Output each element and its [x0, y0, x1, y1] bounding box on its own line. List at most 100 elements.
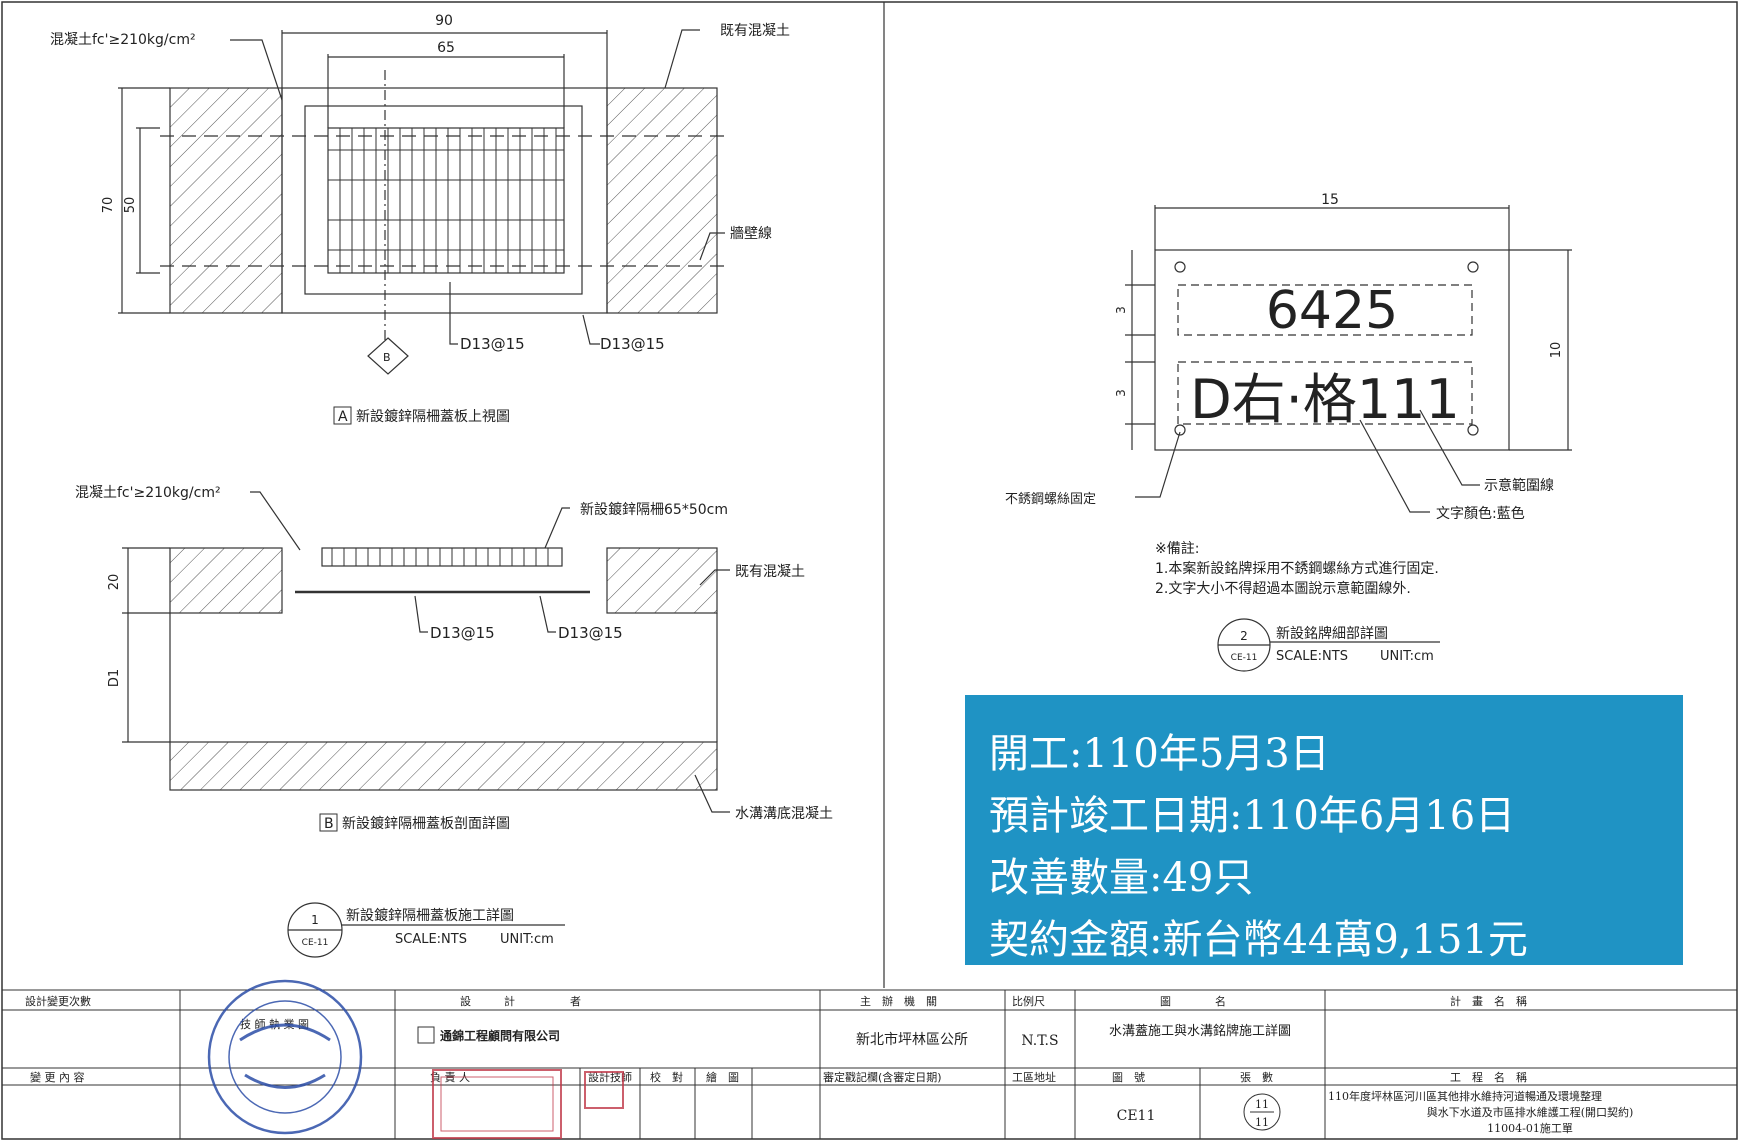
- screw-icon: [1174, 261, 1186, 273]
- caption-a-text: 新設鍍鋅隔柵蓋板上視圖: [356, 408, 510, 425]
- company-name: 通錦工程顧問有限公司: [440, 1028, 560, 1043]
- bottom-concrete-label: 水溝溝底混凝土: [735, 806, 833, 822]
- section-concrete-left: [169, 547, 283, 614]
- caption-a-box: [333, 406, 352, 425]
- note-1: 1.本案新設銘牌採用不銹鋼螺絲方式進行固定.: [1155, 560, 1439, 577]
- section-concrete-right: [606, 547, 718, 614]
- role-checker: 校 對: [650, 1070, 683, 1084]
- detail-2-number: 2: [1240, 629, 1248, 643]
- section-existing-concrete-label: 既有混凝土: [735, 564, 805, 580]
- review-stamp-label: 審定戳記欄(含審定日期): [823, 1070, 942, 1084]
- project-name-label: 工 程 名 稱: [1450, 1070, 1527, 1084]
- scale-label: 比例尺: [1012, 994, 1045, 1008]
- caption-a-letter: A: [338, 409, 348, 425]
- concrete-hatch-left: [169, 87, 283, 314]
- wall-line-label: 牆壁線: [730, 226, 772, 242]
- dim-row-1: 3: [1114, 306, 1128, 314]
- plan-name-label: 計 畫 名 稱: [1450, 994, 1527, 1008]
- detail-2-ref: CE-11: [1231, 653, 1258, 663]
- section-grating-bars: [331, 548, 549, 566]
- plan-rebar-label-2: D13@15: [600, 335, 665, 353]
- title-block-grid: [2, 989, 1737, 1139]
- dim-90: 90: [435, 13, 453, 29]
- screw-icon: [1467, 424, 1479, 436]
- revision-count-label: 設計變更次數: [25, 994, 91, 1008]
- detail-1-ref: CE-11: [302, 938, 329, 948]
- dim-row-2: 3: [1114, 389, 1128, 397]
- sheets-label: 張 數: [1240, 1071, 1273, 1084]
- screw-icon: [1174, 424, 1186, 436]
- detail-1-title: 新設鍍鋅隔柵蓋板施工詳圖: [346, 907, 514, 924]
- caption-b-letter: B: [324, 816, 334, 832]
- detail-2-title-bubble: [1217, 618, 1440, 672]
- drawing-name-label: 圖 名: [1160, 994, 1226, 1008]
- dim-20: 20: [107, 574, 122, 591]
- owner-label: 主 辦 機 關: [860, 994, 937, 1008]
- drawing-number: CE11: [1117, 1108, 1156, 1124]
- note-2: 2.文字大小不得超過本圖說示意範圍線外.: [1155, 580, 1411, 597]
- section-concrete-label: 混凝土fc'≥210kg/cm²: [75, 485, 221, 501]
- section-bottom-concrete: [169, 741, 718, 791]
- contract-amount-line: 契約金額:新台幣44萬9,151元: [989, 917, 1528, 963]
- plan-rebar-label-1: D13@15: [460, 335, 525, 353]
- grating-plan-view: [118, 29, 727, 375]
- dim-15: 15: [1321, 192, 1339, 208]
- company-stamp: [432, 1069, 624, 1139]
- role-drafter: 繪 圖: [706, 1070, 739, 1084]
- section-rebar-label-1: D13@15: [430, 624, 495, 642]
- dim-d1: D1: [107, 669, 122, 687]
- scale-value: N.T.S: [1021, 1033, 1058, 1049]
- project-info-banner: 開工:110年5月3日 預計竣工日期:110年6月16日 改善數量:49只 契約…: [965, 695, 1683, 965]
- plate-code: D右·格111: [1190, 368, 1460, 431]
- text-color-label: 文字顏色:藍色: [1436, 505, 1525, 522]
- role-designer: 設計技師: [588, 1070, 632, 1084]
- range-line-2: [1177, 361, 1473, 425]
- dim-50: 50: [123, 197, 138, 214]
- grating-section-view: [122, 491, 730, 813]
- design-column-label: 設 計 者: [460, 994, 581, 1008]
- dim-70: 70: [101, 197, 116, 214]
- start-date-line: 開工:110年5月3日: [989, 731, 1330, 777]
- sheet-total: 11: [1255, 1116, 1269, 1129]
- drawing-name: 水溝蓋施工與水溝銘牌施工詳圖: [1109, 1023, 1291, 1039]
- quantity-line: 改善數量:49只: [989, 855, 1254, 901]
- site-address-label: 工區地址: [1012, 1070, 1056, 1084]
- completion-date-line: 預計竣工日期:110年6月16日: [989, 793, 1516, 839]
- caption-b-text: 新設鍍鋅隔柵蓋板剖面詳圖: [342, 815, 510, 832]
- owner-name: 新北市坪林區公所: [856, 1031, 968, 1048]
- dim-65: 65: [437, 40, 455, 56]
- sheet-count-circle: [1243, 1093, 1281, 1131]
- detail-2-title: 新設銘牌細部詳圖: [1276, 625, 1388, 642]
- section-marker: [367, 337, 409, 375]
- nameplate-outline: [1154, 249, 1510, 451]
- project-name-line-3: 11004-01施工單: [1487, 1122, 1573, 1135]
- professional-seal: [207, 979, 363, 1135]
- sheet-current: 11: [1255, 1098, 1269, 1111]
- detail-1-number: 1: [311, 913, 319, 927]
- plate-number: 6425: [1266, 281, 1398, 341]
- concrete-hatch-right: [606, 87, 718, 314]
- pit-outline: [281, 87, 608, 314]
- grating-bars: [328, 128, 564, 273]
- caption-b-box: [319, 813, 338, 832]
- section-grating: [321, 547, 563, 567]
- detail-2-unit: UNIT:cm: [1380, 649, 1434, 664]
- drawing-number-label: 圖 號: [1112, 1071, 1145, 1084]
- detail-1-title-bubble: [287, 902, 565, 958]
- dim-10: 10: [1549, 342, 1564, 359]
- detail-1-scale: SCALE:NTS: [395, 932, 467, 947]
- nameplate-drawing: [1125, 205, 1572, 513]
- section-grating-label: 新設鍍鋅隔柵65*50cm: [580, 501, 728, 518]
- detail-1-unit: UNIT:cm: [500, 932, 554, 947]
- section-marker-letter: B: [383, 351, 391, 364]
- screw-icon: [1467, 261, 1479, 273]
- plan-existing-concrete-label: 既有混凝土: [720, 23, 790, 39]
- project-name-line-1: 110年度坪林區河川區其他排水維持河道暢通及環境整理: [1328, 1089, 1602, 1103]
- detail-2-scale: SCALE:NTS: [1276, 649, 1348, 664]
- frame-outline: [304, 105, 583, 295]
- range-label: 示意範圍線: [1484, 477, 1554, 494]
- project-name-line-2: 與水下水道及市區排水維護工程(開口契約): [1427, 1105, 1634, 1119]
- company-logo-icon: [417, 1026, 435, 1044]
- grating-outline: [327, 127, 565, 274]
